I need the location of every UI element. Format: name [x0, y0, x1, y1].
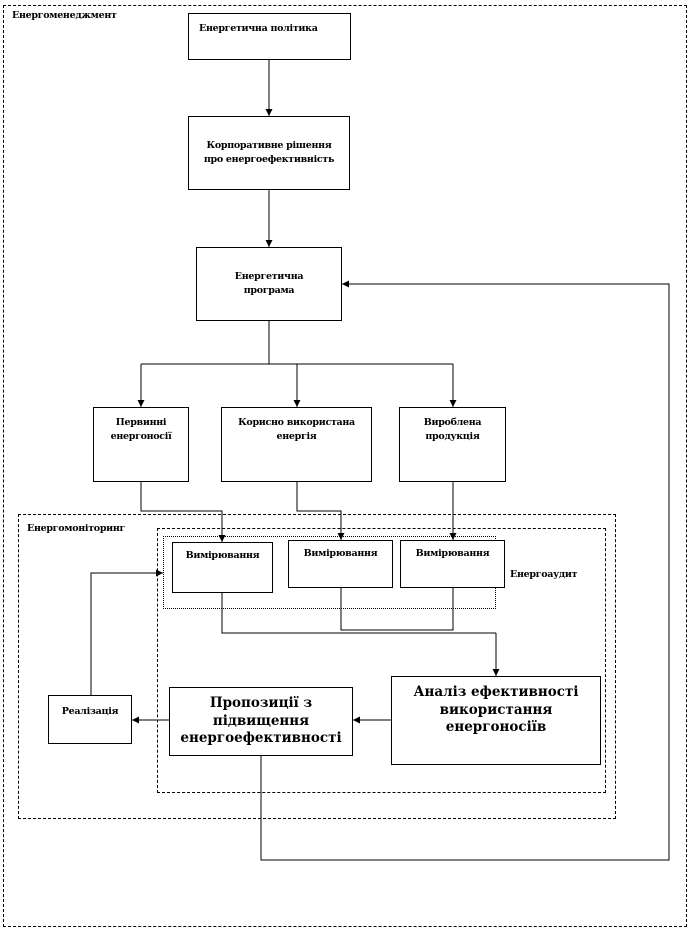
arrow-feedback-to-program	[260, 280, 670, 861]
energy-policy-label: Енергетична політика	[199, 23, 318, 34]
line-program-split	[141, 321, 270, 365]
products-line2: продукція	[425, 430, 480, 442]
implementation-label: Реалізація	[61, 706, 119, 717]
proposals-line3: енергоефективності	[180, 730, 342, 747]
analysis-line1: Аналіз ефективності	[413, 684, 579, 700]
energy-program-line1: Енергетична	[234, 271, 304, 283]
energy-monitoring-label: Енергомоніторинг	[27, 523, 126, 534]
products-line1: Вироблена	[423, 417, 482, 428]
measurement-1-label: Вимірювання	[185, 550, 260, 561]
arrow-useful-to-measure	[296, 482, 345, 540]
useful-energy-box: Корисно використана енергія	[221, 407, 372, 482]
measurement-2-label: Вимірювання	[303, 548, 378, 559]
measurement-box-3: Вимірювання	[400, 540, 505, 588]
corporate-decision-box: Корпоративне рішення про енергоефективні…	[188, 116, 350, 190]
primary-carriers-line2: енергоносії	[110, 430, 172, 442]
useful-energy-line2: енергія	[276, 430, 317, 442]
primary-carriers-box: Первинні енергоносії	[93, 407, 189, 482]
analysis-box: Аналіз ефективності використання енергон…	[391, 676, 601, 765]
primary-carriers-line1: Первинні	[115, 417, 167, 428]
energy-management-label: Енергоменеджмент	[12, 10, 117, 21]
energy-policy-box: Енергетична політика	[188, 13, 351, 60]
energy-audit-frame	[157, 528, 606, 793]
energy-audit-label: Енергоаудит	[510, 569, 578, 580]
useful-energy-line1: Корисно використана	[238, 417, 355, 428]
corporate-decision-line2: про енергоефективність	[203, 154, 335, 165]
products-box: Вироблена продукція	[399, 407, 506, 482]
line-measure1-down	[221, 593, 496, 634]
analysis-line2: використання енергоносіїв	[439, 701, 553, 736]
energy-monitoring-frame	[18, 514, 616, 819]
proposals-box: Пропозиції з підвищення енергоефективнос…	[169, 687, 353, 756]
arrow-implementation-to-measure	[90, 569, 163, 695]
proposals-line1: Пропозиції з	[209, 695, 313, 712]
measurement-box-2: Вимірювання	[288, 540, 393, 588]
measurement-3-label: Вимірювання	[415, 548, 490, 559]
line-measure2-down	[340, 588, 454, 631]
energy-program-box: Енергетична програма	[196, 247, 342, 321]
measurement-box-1: Вимірювання	[172, 542, 273, 593]
implementation-box: Реалізація	[48, 695, 132, 744]
proposals-line2: підвищення	[212, 712, 310, 729]
energy-program-line2: програма	[243, 285, 295, 296]
energy-management-frame	[3, 5, 687, 927]
corporate-decision-line1: Корпоративне рішення	[206, 140, 332, 152]
arrow-primary-to-measure	[140, 482, 226, 542]
